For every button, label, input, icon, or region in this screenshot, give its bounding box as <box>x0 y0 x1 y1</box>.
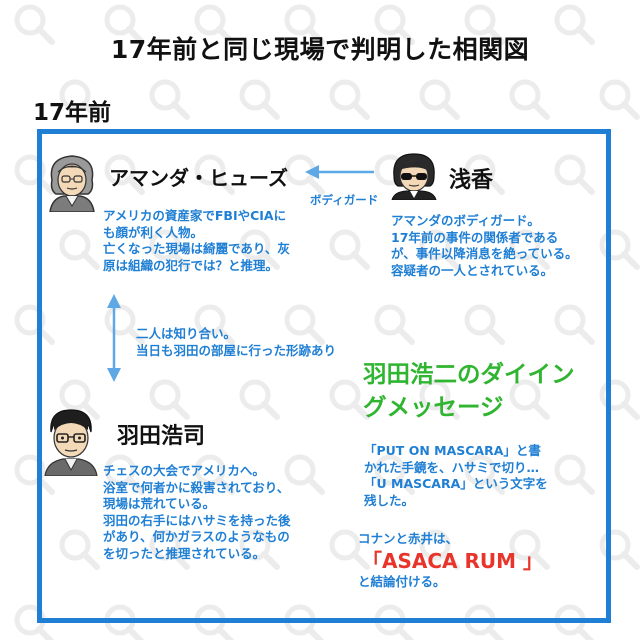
conclusion-suffix: と結論付ける。 <box>358 574 446 589</box>
description-line: が、事件以降消息を絶っている。 <box>391 246 578 261</box>
amanda-name: アマンダ・ヒューズ <box>109 166 288 190</box>
dying-message-line: 「U MASCARA」という文字を <box>364 476 548 491</box>
section-title: 17年前 <box>33 100 112 126</box>
description-line: を切ったと推理されている。 <box>103 545 266 561</box>
magnifier-pattern-icon <box>602 82 637 117</box>
description-line: 容疑者の一人とされている。 <box>391 262 554 278</box>
description-line: も顔が利く人物。 <box>103 224 204 240</box>
magnifier-pattern-icon <box>242 82 277 117</box>
asaka-avatar <box>391 153 437 200</box>
asaka-name: 浅香 <box>449 168 494 193</box>
description-line: 17年前の事件の関係者である <box>391 229 559 245</box>
description-line: チェスの大会でアメリカへ。 <box>103 463 265 478</box>
answer-text: 「ASACA RUM 」 <box>362 549 543 573</box>
magnifier-pattern-icon <box>332 82 367 117</box>
amanda-description: アメリカの資産家でFBIやCIAに も顔が利く人物。 亡くなった現場は綺麗であり… <box>103 208 290 274</box>
description-line: 浴室で何者かに殺害されており、 <box>103 479 290 495</box>
dying-message-line: 「PUT ON MASCARA」と書 <box>364 443 541 458</box>
acquaintance-line: 当日も羽田の部屋に行った形跡あり <box>136 343 337 358</box>
dying-message-line: かれた手鏡を、ハサミで切り… <box>364 459 540 475</box>
description-line: 原は組織の犯行では？と推理。 <box>103 257 279 273</box>
description-line: 羽田の右手にはハサミを持った後 <box>103 512 291 528</box>
description-line: があり、何かガラスのようなもの <box>103 529 290 544</box>
asaka-description: アマンダのボディガード。 17年前の事件の関係者である が、事件以降消息を絶って… <box>391 213 578 279</box>
dying-message-heading: 羽田浩二のダイイングメッセージ <box>363 360 575 421</box>
dying-message-line: 残した。 <box>364 492 415 508</box>
description-line: 亡くなった現場は綺麗であり、灰 <box>103 241 290 256</box>
magnifier-pattern-icon <box>512 82 547 117</box>
description-line: アマンダのボディガード。 <box>391 213 540 228</box>
page-title: 17年前と同じ現場で判明した相関図 <box>110 35 530 64</box>
haneda-name: 羽田浩司 <box>117 424 206 449</box>
haneda-description: チェスの大会でアメリカへ。 浴室で何者かに殺害されており、 現場は荒れている。 … <box>103 463 291 562</box>
dying-message-text: 「PUT ON MASCARA」と書 かれた手鏡を、ハサミで切り… 「U MAS… <box>364 443 548 509</box>
diagram-frame <box>37 129 611 623</box>
amanda-avatar <box>49 155 95 212</box>
acquaintance-label: 二人は知り合い。 当日も羽田の部屋に行った形跡あり <box>136 325 336 359</box>
bodyguard-label: ボディガード <box>310 193 379 207</box>
haneda-avatar <box>44 409 98 476</box>
conclusion-prefix: コナンと赤井は、 <box>358 531 459 546</box>
acquaintance-line: 二人は知り合い。 <box>136 326 237 341</box>
description-line: アメリカの資産家でFBIやCIAに <box>103 208 287 223</box>
magnifier-pattern-icon <box>422 82 457 117</box>
magnifier-pattern-icon <box>152 82 187 117</box>
description-line: 現場は荒れている。 <box>103 496 216 511</box>
